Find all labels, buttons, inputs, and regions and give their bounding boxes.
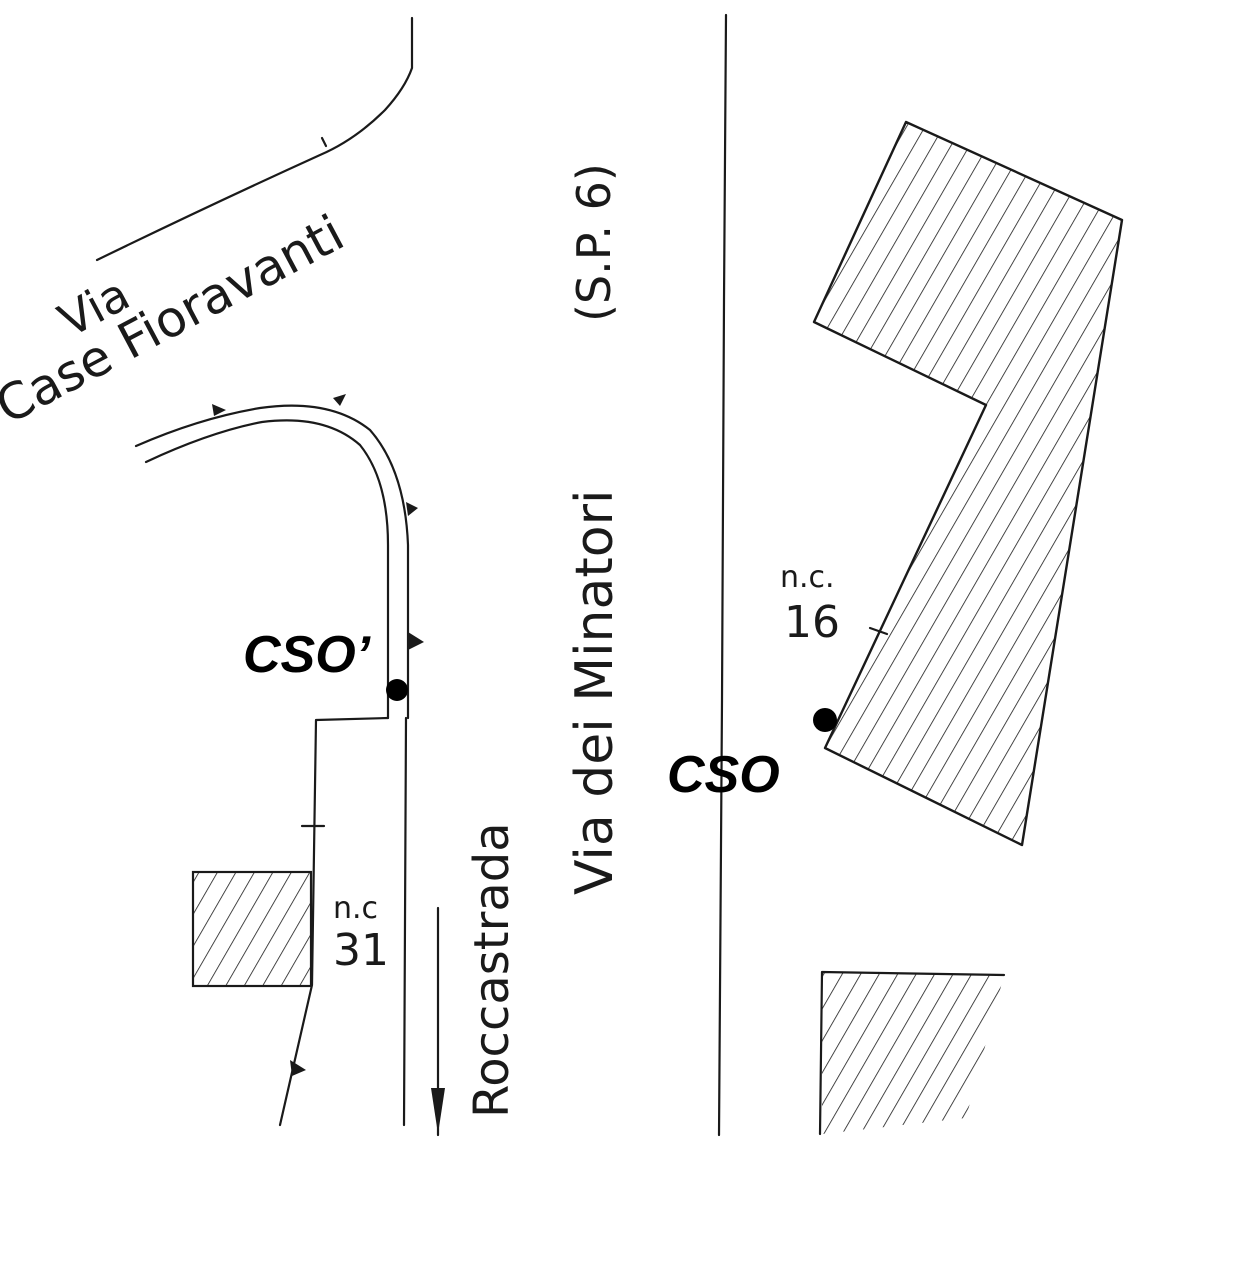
case-fioravanti-label: Case Fioravanti (0, 204, 353, 436)
lot-right-edge (402, 716, 408, 1127)
fence-marker-icon (333, 394, 346, 406)
nc16-prefix-label: n.c. (780, 560, 835, 595)
lot-outline (278, 716, 390, 1127)
curved-wall-outer (134, 404, 410, 720)
cso-label: CSO (667, 746, 780, 804)
cso-point (813, 708, 837, 732)
fence-marker-icon (290, 1060, 306, 1076)
building-bottom-right (822, 972, 1004, 1134)
fence-marker-icon (408, 632, 424, 650)
fence-marker-icon (212, 404, 226, 416)
via-dei-minatori-label: Via dei Minatori (565, 490, 625, 895)
building-nc16 (812, 120, 1124, 847)
nc31-prefix-label: n.c (333, 891, 378, 926)
nc16-number-label: 16 (784, 597, 840, 648)
roccastrada-label: Roccastrada (464, 822, 520, 1118)
sp6-label: (S.P. 6) (567, 163, 621, 322)
building-bottom-right-outline (818, 970, 1006, 1136)
fence-marker-icon (406, 502, 418, 516)
nc31-number-label: 31 (333, 925, 389, 976)
arrow-down-icon (431, 1088, 445, 1134)
cso-prime-label: CSO’ (243, 626, 372, 684)
via-dei-minatori-centerline (717, 13, 728, 1137)
curved-wall-inner (144, 419, 390, 720)
case-fioravanti-road-edge (95, 16, 414, 262)
building-nc31 (191, 870, 313, 988)
road-tick (320, 136, 328, 148)
building-nc16-tick (868, 626, 889, 636)
cso-prime-point (386, 679, 408, 701)
